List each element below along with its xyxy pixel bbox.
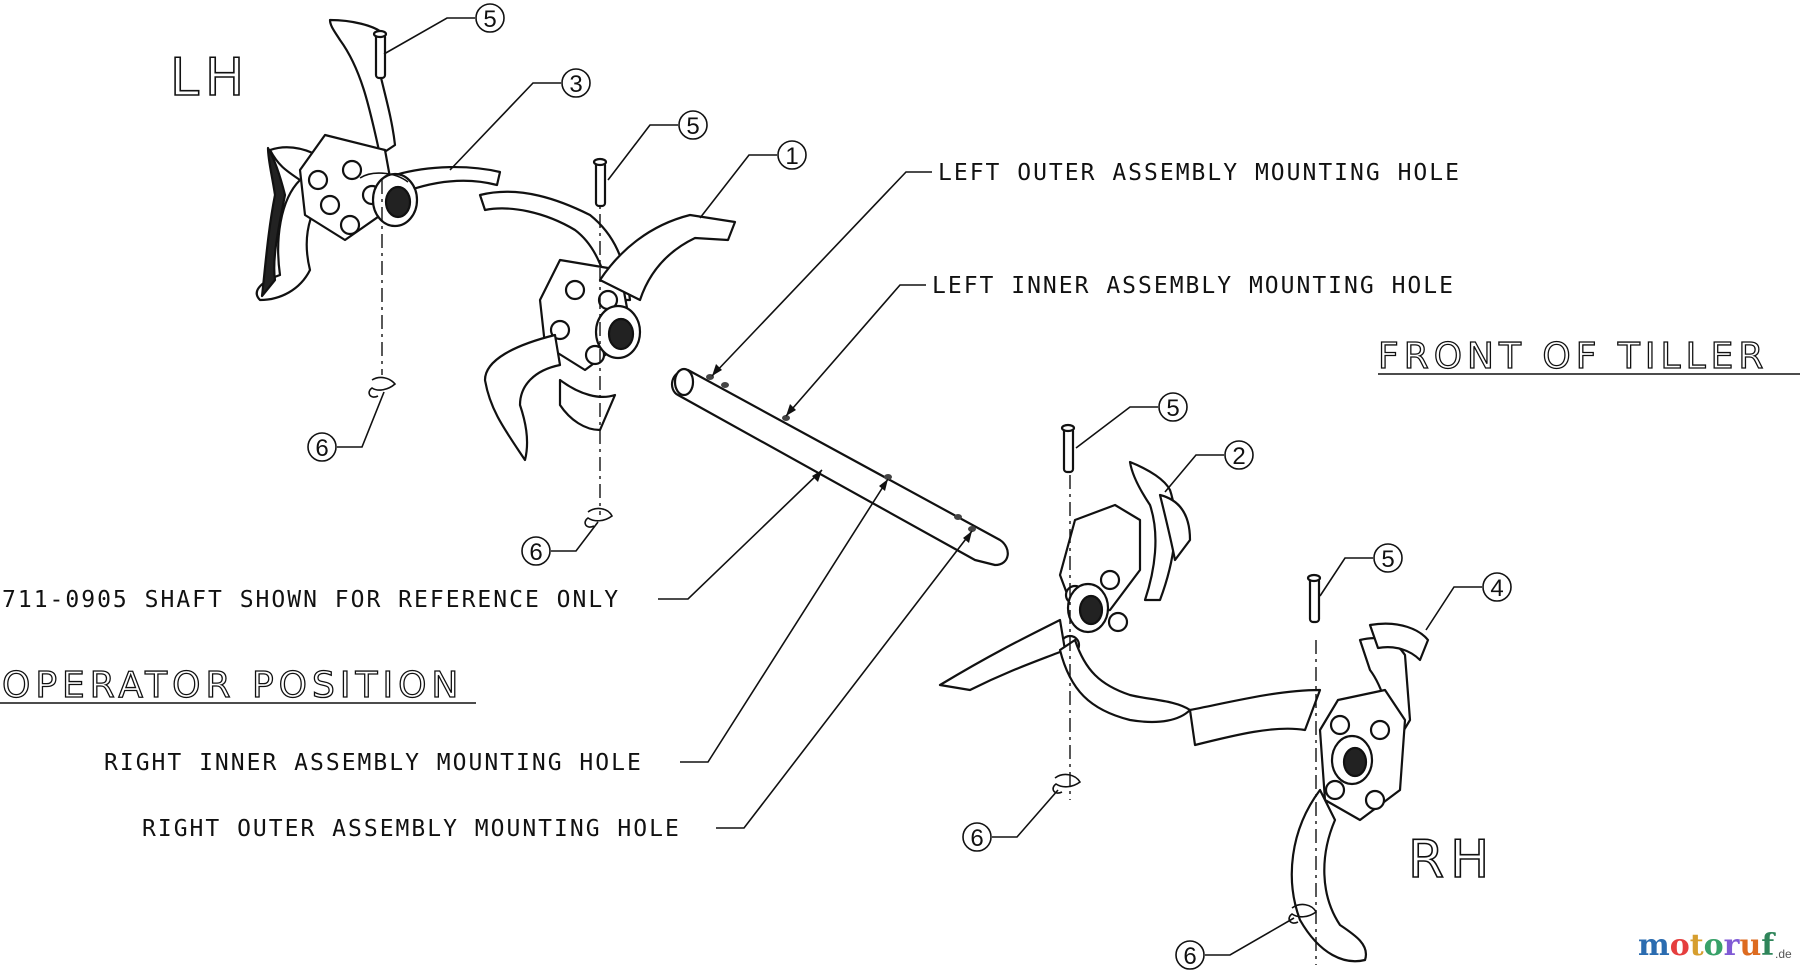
svg-text:2: 2 <box>1232 443 1245 470</box>
watermark-letter: o <box>1670 928 1690 963</box>
callout-5-rh-inner: 5 <box>1075 392 1188 449</box>
watermark-letter: r <box>1724 928 1741 963</box>
rh-inner-hairpin-clip <box>1052 773 1082 794</box>
watermark-letter: o <box>1704 928 1724 963</box>
callout-5-lh-upper: 5 <box>383 3 505 55</box>
lh-hitch-pin-upper <box>372 29 388 80</box>
callout-2: 2 <box>1164 440 1254 493</box>
shaft-reference-leader <box>658 469 823 600</box>
svg-text:5: 5 <box>483 6 496 33</box>
callout-3: 3 <box>449 68 591 171</box>
svg-text:5: 5 <box>686 113 699 140</box>
watermark-letter: t <box>1690 928 1704 963</box>
left-outer-hole-label: LEFT OUTER ASSEMBLY MOUNTING HOLE <box>938 160 1461 186</box>
callout-4: 4 <box>1425 572 1512 631</box>
operator-position-label: OPERATOR POSITION <box>2 665 463 706</box>
watermark-letter: m <box>1638 928 1670 963</box>
rh-side-label: RH <box>1408 830 1495 890</box>
svg-text:3: 3 <box>569 71 582 98</box>
svg-text:motoruf: motoruf <box>1638 928 1776 963</box>
callout-6-rh-outer: 6 <box>1175 917 1295 970</box>
svg-text:6: 6 <box>529 539 542 566</box>
right-outer-hole-label: RIGHT OUTER ASSEMBLY MOUNTING HOLE <box>142 816 681 842</box>
svg-text:4: 4 <box>1490 575 1503 602</box>
rh-inner-hitch-pin <box>1060 423 1076 474</box>
lh-side-label: LH <box>170 48 250 108</box>
callout-1: 1 <box>699 140 807 219</box>
right-outer-hole-leader <box>716 530 973 829</box>
callout-6-lh-left: 6 <box>307 391 385 462</box>
svg-text:6: 6 <box>1183 943 1196 970</box>
rh-outer-tine-assembly <box>1188 622 1430 965</box>
left-inner-hole-leader <box>785 284 926 417</box>
shaft-reference-label: 711-0905 SHAFT SHOWN FOR REFERENCE ONLY <box>2 587 620 613</box>
lh-tine-assembly <box>255 18 737 515</box>
left-outer-hole-leader <box>711 171 932 377</box>
lh-hairpin-clip-2 <box>584 507 614 528</box>
svg-text:5: 5 <box>1381 546 1394 573</box>
front-of-tiller-label: FRONT OF TILLER <box>1378 336 1768 377</box>
tine-shaft <box>670 367 1009 567</box>
watermark-letter: u <box>1739 928 1761 963</box>
right-inner-hole-leader <box>680 478 889 763</box>
watermark-letter: f <box>1761 928 1776 963</box>
rh-inner-tine-assembly <box>938 460 1192 800</box>
right-inner-hole-label: RIGHT INNER ASSEMBLY MOUNTING HOLE <box>104 750 643 776</box>
left-inner-hole-label: LEFT INNER ASSEMBLY MOUNTING HOLE <box>932 273 1455 299</box>
svg-text:1: 1 <box>785 143 798 170</box>
callout-6-rh-inner: 6 <box>962 789 1059 852</box>
lh-hairpin-clip-1 <box>368 376 397 398</box>
svg-text:5: 5 <box>1166 395 1179 422</box>
motoruf-watermark-logo: motoruf .de <box>1638 928 1792 963</box>
callout-5-rh-outer: 5 <box>1319 543 1403 597</box>
callout-6-lh-right: 6 <box>521 521 599 566</box>
svg-text:.de: .de <box>1775 947 1792 961</box>
svg-text:6: 6 <box>315 435 328 462</box>
lh-hitch-pin-right <box>592 157 608 208</box>
rh-outer-hitch-pin <box>1306 573 1322 624</box>
callout-5-lh-right: 5 <box>607 110 708 181</box>
svg-text:6: 6 <box>970 825 983 852</box>
